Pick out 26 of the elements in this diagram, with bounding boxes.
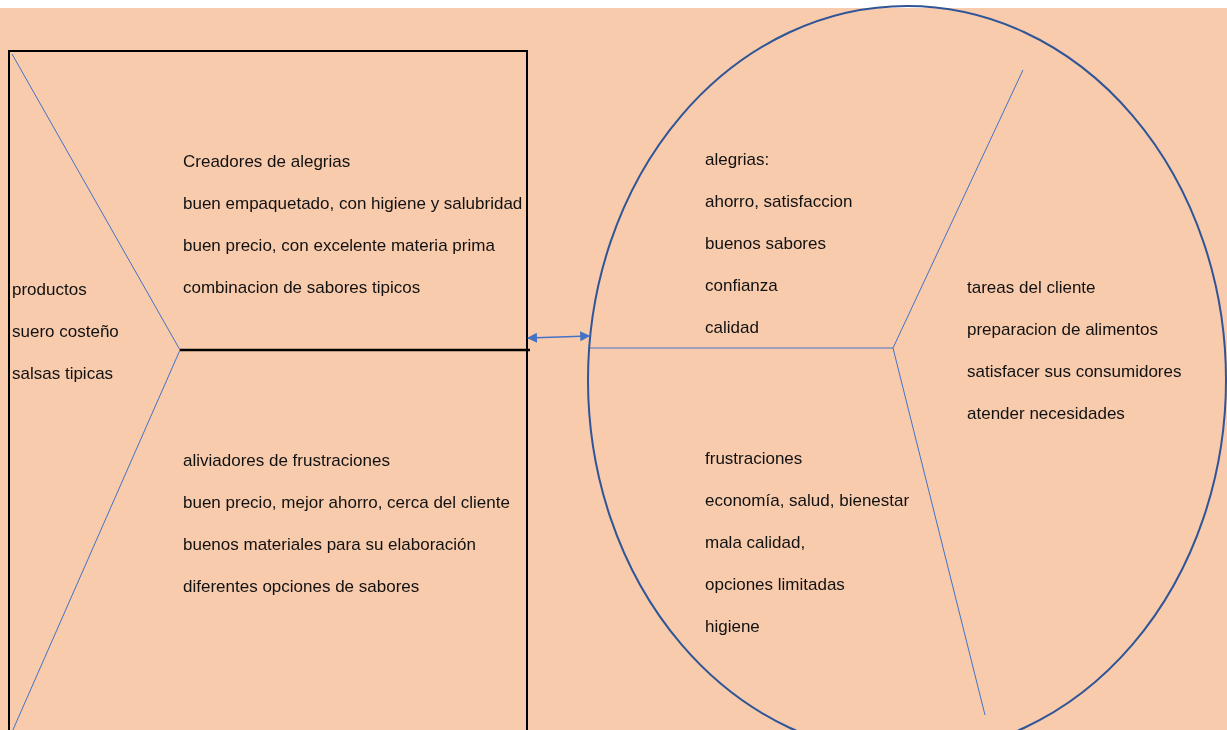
list-item-text: opciones limitadas [705,574,846,596]
list-item-text: economía, salud, bienestar [705,490,910,512]
section-heading: aliviadores de frustraciones [183,450,391,472]
section-heading: productos [12,279,88,301]
list-item-text: atender necesidades [967,403,1126,425]
list-item-text: higiene [705,616,761,638]
list-item-text: buenos sabores [705,233,827,255]
section-heading: Creadores de alegrias [183,151,352,173]
list-item-text: calidad [705,317,760,339]
list-item-text: satisfacer sus consumidores [967,361,1182,383]
list-item-text: confianza [705,275,779,297]
list-item-text: preparacion de alimentos [967,319,1159,341]
list-item-text: diferentes opciones de sabores [183,576,421,598]
list-item-text: buen precio, mejor ahorro, cerca del cliente [183,492,510,514]
section-heading: tareas del cliente [967,277,1097,299]
section-heading: alegrias: [705,149,771,171]
list-item-text: combinacion de sabores tipicos [183,277,422,299]
list-item-text: buenos materiales para su elaboración [183,534,477,556]
list-item-text: salsas tipicas [12,363,115,385]
list-item-text: mala calidad, [705,532,807,554]
list-item-text: ahorro, satisfaccion [705,191,853,213]
section-heading: frustraciones [705,448,804,470]
list-item-text: buen precio, con excelente materia prima [183,235,496,257]
list-item-text: suero costeño [12,321,119,343]
double-arrow [527,331,591,343]
list-item-text: buen empaquetado, con higiene y salubridad [183,193,523,215]
